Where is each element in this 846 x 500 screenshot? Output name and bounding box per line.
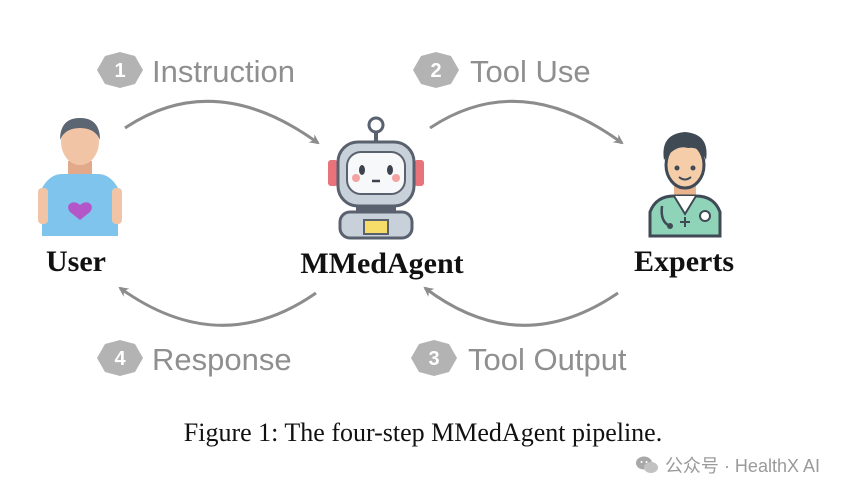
step-3-label: Tool Output	[468, 342, 627, 377]
experts-label: Experts	[634, 245, 734, 278]
step-3-number: 3	[428, 348, 439, 370]
step-3-badge	[411, 340, 457, 376]
step-4-number: 4	[114, 348, 126, 370]
step-2-label: Tool Use	[470, 54, 591, 89]
agent-label: MMedAgent	[300, 247, 463, 280]
step-1: 1 Instruction	[97, 52, 295, 89]
step-3: 3 Tool Output	[411, 340, 627, 377]
arrow-response	[118, 286, 317, 327]
arrow-instruction	[124, 99, 320, 145]
step-1-number: 1	[114, 60, 125, 82]
robot-icon	[328, 116, 424, 240]
step-1-badge	[97, 52, 143, 88]
step-4: 4 Response	[97, 340, 292, 377]
step-2: 2 Tool Use	[413, 52, 591, 89]
watermark-text: 公众号 · HealthX AI	[664, 456, 820, 476]
step-1-label: Instruction	[152, 54, 295, 89]
user-icon	[38, 118, 122, 236]
watermark: 公众号 · HealthX AI	[635, 452, 820, 478]
step-2-number: 2	[430, 60, 441, 82]
user-label: User	[46, 245, 106, 278]
step-2-badge	[413, 52, 459, 88]
figure-caption: Figure 1: The four-step MMedAgent pipeli…	[183, 418, 663, 447]
wechat-icon	[635, 456, 658, 473]
expert-icon	[648, 132, 722, 238]
step-4-label: Response	[152, 342, 292, 377]
arrow-tool-output	[423, 286, 619, 327]
step-4-badge	[97, 340, 143, 376]
arrow-tool-use	[429, 99, 624, 145]
